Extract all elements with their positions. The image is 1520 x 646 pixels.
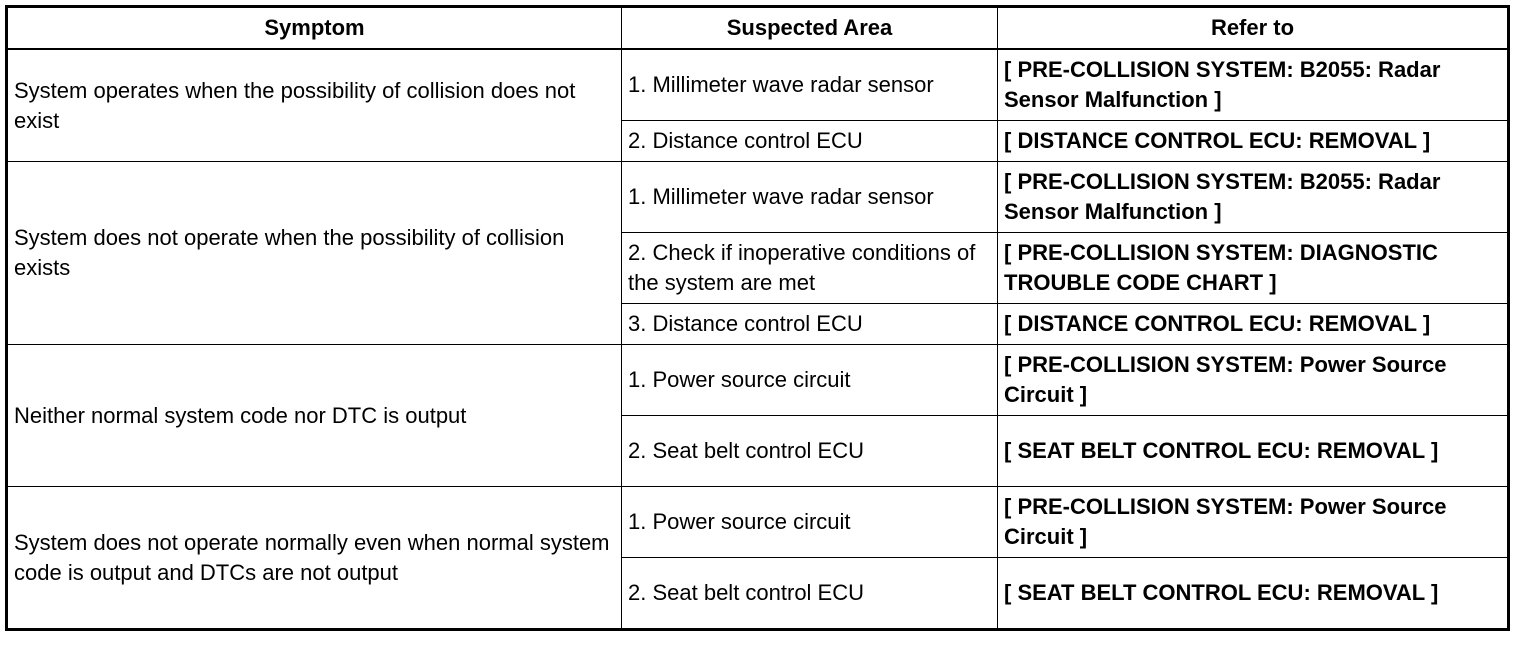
table-row: 2. Seat belt control ECU [ SEAT BELT CON… <box>7 415 1509 487</box>
refer-to-cell: [ DISTANCE CONTROL ECU: REMOVAL ] <box>997 303 1509 345</box>
refer-to-cell: [ PRE-COLLISION SYSTEM: B2055: Radar Sen… <box>997 48 1509 121</box>
symptom-table: Symptom Suspected Area Refer to System o… <box>5 5 1510 631</box>
suspected-area-cell: 2. Distance control ECU <box>621 120 998 162</box>
suspected-area-cell: 2. Seat belt control ECU <box>621 557 998 630</box>
header-suspected-area: Suspected Area <box>621 6 998 50</box>
symptom-cell: System does not operate when the possibi… <box>6 161 622 345</box>
suspected-area-cell: 1. Millimeter wave radar sensor <box>621 161 998 233</box>
refer-to-cell: [ PRE-COLLISION SYSTEM: Power Source Cir… <box>997 486 1509 558</box>
suspected-area-cell: 3. Distance control ECU <box>621 303 998 345</box>
table-row: System does not operate when the possibi… <box>6 161 1509 345</box>
suspected-area-cell: 2. Seat belt control ECU <box>621 415 998 487</box>
refer-to-cell: [ SEAT BELT CONTROL ECU: REMOVAL ] <box>997 557 1509 630</box>
table-row: 2. Distance control ECU [ DISTANCE CONTR… <box>7 120 1509 162</box>
suspected-area-cell: 1. Power source circuit <box>621 344 998 416</box>
symptom-cell: System operates when the possibility of … <box>6 48 622 162</box>
refer-to-cell: [ PRE-COLLISION SYSTEM: B2055: Radar Sen… <box>997 161 1509 233</box>
header-symptom: Symptom <box>6 6 622 50</box>
suspected-area-cell: 1. Power source circuit <box>621 486 998 558</box>
table-row: System operates when the possibility of … <box>6 48 1509 162</box>
table-row: 2. Check if inoperative conditions of th… <box>7 232 1509 304</box>
header-refer-to: Refer to <box>997 6 1509 50</box>
table-row: 2. Seat belt control ECU [ SEAT BELT CON… <box>7 557 1509 630</box>
refer-to-cell: [ SEAT BELT CONTROL ECU: REMOVAL ] <box>997 415 1509 487</box>
suspected-area-cell: 1. Millimeter wave radar sensor <box>621 48 998 121</box>
table-row: Neither normal system code nor DTC is ou… <box>6 344 1509 487</box>
refer-to-cell: [ DISTANCE CONTROL ECU: REMOVAL ] <box>997 120 1509 162</box>
refer-to-cell: [ PRE-COLLISION SYSTEM: Power Source Cir… <box>997 344 1509 416</box>
refer-to-cell: [ PRE-COLLISION SYSTEM: DIAGNOSTIC TROUB… <box>997 232 1509 304</box>
table-row: 3. Distance control ECU [ DISTANCE CONTR… <box>7 303 1509 345</box>
suspected-area-cell: 2. Check if inoperative conditions of th… <box>621 232 998 304</box>
symptom-cell: System does not operate normally even wh… <box>6 486 622 630</box>
symptom-cell: Neither normal system code nor DTC is ou… <box>6 344 622 487</box>
table-row: System does not operate normally even wh… <box>6 486 1509 630</box>
header-row: Symptom Suspected Area Refer to <box>6 6 1509 50</box>
